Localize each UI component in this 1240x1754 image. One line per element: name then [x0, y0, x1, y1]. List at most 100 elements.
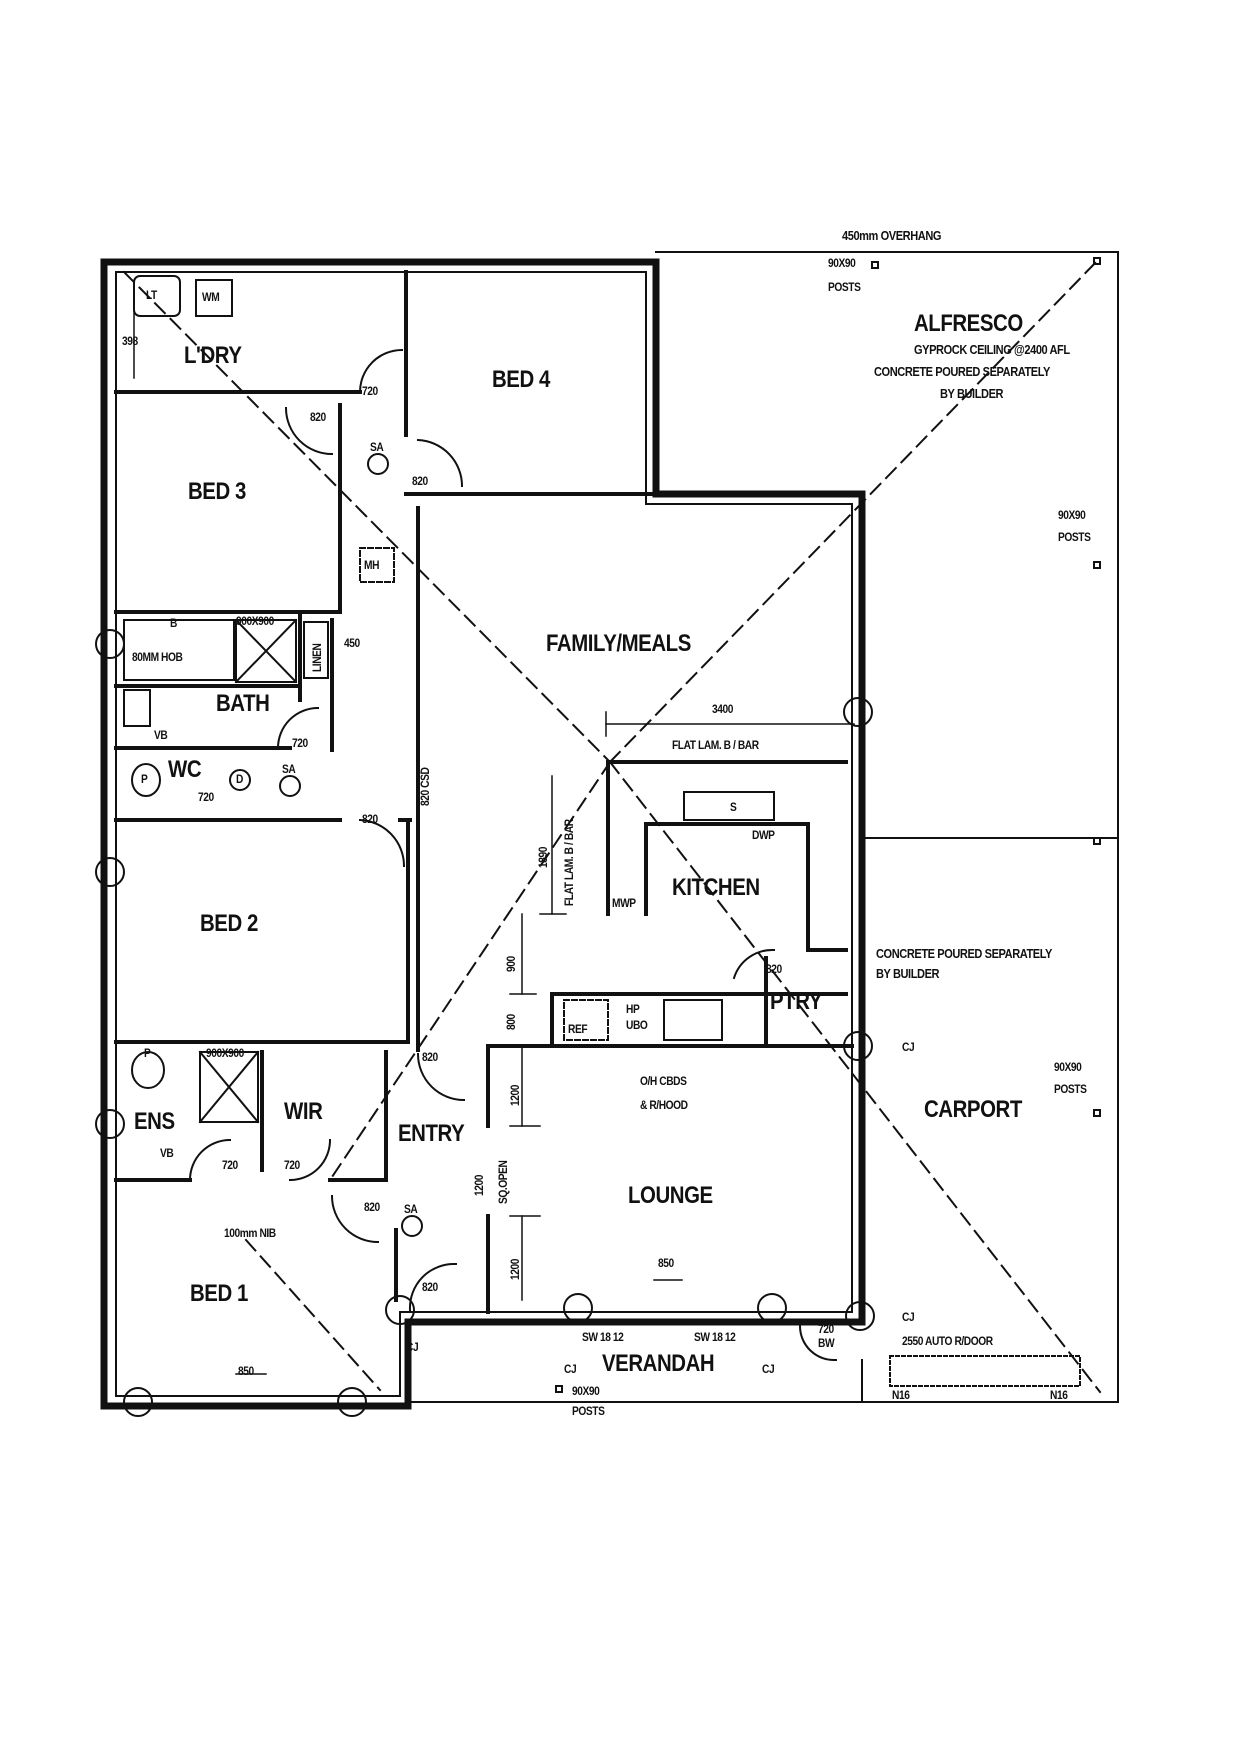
- bath-shower-label: 900X900: [236, 614, 274, 628]
- cj-label-4: CJ: [564, 1362, 577, 1376]
- room-wir: WIR: [284, 1098, 323, 1125]
- room-alfresco: ALFRESCO: [914, 310, 1023, 337]
- ensuite-pan-label: P: [144, 1046, 151, 1060]
- dim-bed1-window: 850: [238, 1364, 254, 1378]
- internal-walls: [114, 270, 854, 1314]
- alfresco-note-3: BY BUILDER: [940, 386, 1004, 401]
- external-wall-inner: [115, 271, 853, 1397]
- posts-label-verandah: POSTS: [572, 1404, 605, 1418]
- room-bed4: BED 4: [492, 366, 550, 393]
- window-sw-1: SW 18 12: [582, 1330, 624, 1344]
- bar-top-label: FLAT LAM. B / BAR: [672, 738, 759, 752]
- dryer-label: D: [236, 772, 243, 786]
- dim-wir-door: 720: [284, 1158, 300, 1172]
- dim-wc-door: 720: [198, 790, 214, 804]
- dim-entry-door: 820: [422, 1050, 438, 1064]
- smoke-alarm-label-1: SA: [370, 440, 384, 454]
- posts-size-label-alfresco: 90X90: [828, 256, 856, 270]
- dim-lounge-1200-open: 1200: [472, 1175, 486, 1196]
- room-wc: WC: [168, 756, 202, 783]
- dim-bed2-door: 820: [362, 812, 378, 826]
- room-laundry: L'DRY: [184, 342, 242, 369]
- room-kitchen: KITCHEN: [672, 874, 760, 901]
- dim-lounge-1200-top: 1200: [508, 1085, 522, 1106]
- ensuite-shower-label: 900X900: [206, 1046, 244, 1060]
- dim-laundry-door: 720: [362, 384, 378, 398]
- dim-800: 800: [504, 1014, 518, 1030]
- room-carport: CARPORT: [924, 1096, 1022, 1123]
- bath-tub-label: B: [170, 616, 177, 630]
- dimension-lines: [133, 281, 855, 1375]
- carport-note-1: CONCRETE POURED SEPARATELY: [876, 946, 1053, 961]
- fridge-label: REF: [568, 1022, 588, 1036]
- dim-bw-door: 720: [818, 1322, 834, 1336]
- window-sw-2: SW 18 12: [694, 1330, 736, 1344]
- laundry-tub-label: LT: [146, 288, 157, 302]
- smoke-alarm-label-3: SA: [404, 1202, 418, 1216]
- dim-front-door: 820: [422, 1280, 438, 1294]
- nib-label: 100mm NIB: [224, 1226, 276, 1240]
- dim-bar-length: 1890: [536, 847, 550, 868]
- nib-n16-left: N16: [892, 1388, 910, 1402]
- external-walls: [100, 258, 866, 1410]
- dim-hall-door: 820: [310, 410, 326, 424]
- room-bed2: BED 2: [200, 910, 258, 937]
- dim-900: 900: [504, 956, 518, 972]
- room-ensuite: ENS: [134, 1108, 175, 1135]
- posts-size-label-verandah: 90X90: [572, 1384, 600, 1398]
- dim-lounge-1200-bottom: 1200: [508, 1259, 522, 1280]
- dim-ens-door: 720: [222, 1158, 238, 1172]
- rangehood-label: & R/HOOD: [640, 1098, 688, 1112]
- wc-pan-label: P: [141, 772, 148, 786]
- hotplate-label: HP: [626, 1002, 640, 1016]
- sink-label: S: [730, 800, 737, 814]
- bath-hob-label: 80MM HOB: [132, 650, 183, 664]
- smoke-alarm-label-2: SA: [282, 762, 296, 776]
- linen-label: LINEN: [310, 643, 324, 672]
- alfresco-note-2: CONCRETE POURED SEPARATELY: [874, 364, 1051, 379]
- nib-n16-right: N16: [1050, 1388, 1068, 1402]
- posts-size-label-side: 90X90: [1058, 508, 1086, 522]
- room-bath: BATH: [216, 690, 270, 717]
- dim-linen: 450: [344, 636, 360, 650]
- bar-side-label: FLAT LAM. B / BAR: [562, 819, 576, 906]
- dim-pantry-door: 820: [766, 962, 782, 976]
- posts-label-side: POSTS: [1058, 530, 1091, 544]
- cj-label-1: CJ: [902, 1040, 915, 1054]
- dishwasher-label: DWP: [752, 828, 775, 842]
- manhole-label: MH: [364, 558, 380, 572]
- room-lounge: LOUNGE: [628, 1182, 713, 1209]
- room-family-meals: FAMILY/MEALS: [546, 630, 691, 657]
- posts-label-alfresco: POSTS: [828, 280, 861, 294]
- room-pantry: PTRY: [770, 988, 822, 1015]
- door-swings: [188, 348, 838, 1362]
- garage-door-label: 2550 AUTO R/DOOR: [902, 1334, 993, 1348]
- carport-note-2: BY BUILDER: [876, 966, 940, 981]
- room-entry: ENTRY: [398, 1120, 465, 1147]
- dim-bath-door: 720: [292, 736, 308, 750]
- dim-lounge-window: 850: [658, 1256, 674, 1270]
- overhang-label: 450mm OVERHANG: [842, 228, 942, 243]
- ensuite-vanity-label: VB: [160, 1146, 174, 1160]
- dim-bed1-door: 820: [364, 1200, 380, 1214]
- roof-lines: [122, 256, 1102, 1394]
- bw-label: BW: [818, 1336, 835, 1350]
- cj-label-2: CJ: [902, 1310, 915, 1324]
- dim-family-width: 3400: [712, 702, 733, 716]
- control-joint-markers: [95, 629, 875, 1417]
- oven-label: UBO: [626, 1018, 648, 1032]
- cj-label-5: CJ: [762, 1362, 775, 1376]
- smoke-alarm-icons: [279, 453, 423, 1237]
- room-verandah: VERANDAH: [602, 1350, 715, 1377]
- posts-label-carport: POSTS: [1054, 1082, 1087, 1096]
- room-bed3: BED 3: [188, 478, 246, 505]
- square-opening-label: SQ.OPEN: [496, 1160, 510, 1204]
- alfresco-note-1: GYPROCK CEILING @2400 AFL: [914, 342, 1070, 357]
- dim-bed4-door: 820: [412, 474, 428, 488]
- outdoor-outline: [407, 251, 1119, 1403]
- overhead-cupboards-label: O/H CBDS: [640, 1074, 687, 1088]
- washing-machine-label: WM: [202, 290, 220, 304]
- microwave-label: MWP: [612, 896, 636, 910]
- post-markers: [555, 257, 1101, 1393]
